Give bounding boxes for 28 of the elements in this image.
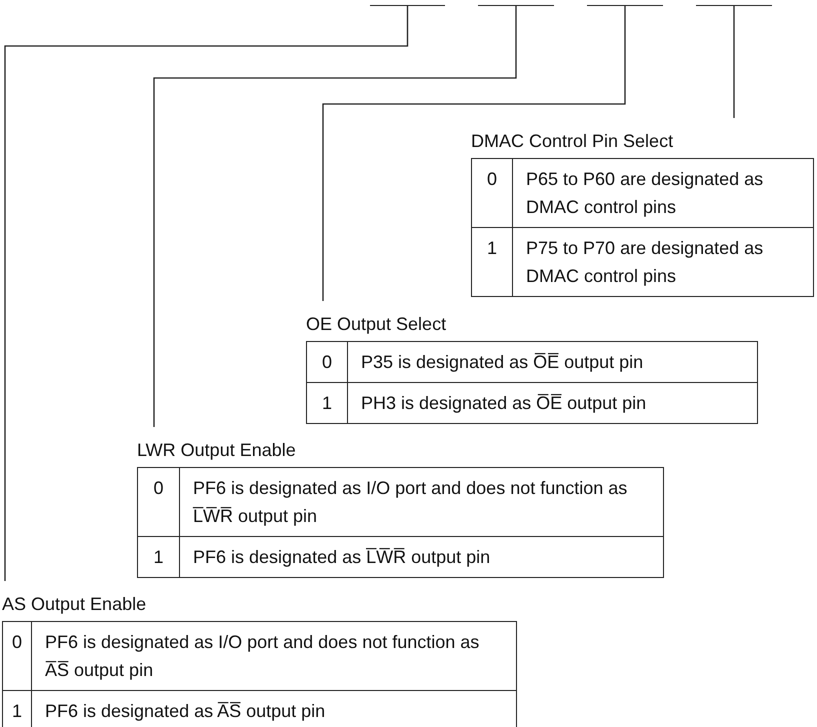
field-heading: LWR Output Enable (137, 439, 297, 461)
bit-line (478, 5, 554, 6)
setting-description: P35 is designated as O̅E̅ output pin (360, 351, 644, 374)
setting-description: P75 to P70 are designated as DMAC control pins (525, 237, 764, 288)
bit-line (587, 5, 663, 6)
bit-value: 1 (3, 691, 32, 727)
setting-description: P65 to P60 are designated as DMAC control pins (525, 168, 764, 219)
setting-description: PF6 is designated as I/O port and does not function as A̅S̅ output pin (44, 631, 480, 682)
setting-description: PF6 is designated as A̅S̅ output pin (44, 700, 326, 723)
bit-value: 0 (472, 159, 513, 227)
bit-value: 0 (307, 342, 348, 382)
leader-line (322, 5, 626, 301)
bit-value: 1 (307, 383, 348, 423)
field-heading: AS Output Enable (2, 593, 148, 615)
field-heading: OE Output Select (306, 313, 448, 335)
leader-line (733, 5, 735, 118)
bit-line (370, 5, 445, 6)
bit-value: 1 (472, 228, 513, 296)
leader-line (153, 5, 517, 427)
leader-line (4, 5, 408, 581)
field-heading: DMAC Control Pin Select (471, 130, 674, 152)
setting-description: PF6 is designated as I/O port and does not function as L̅W̅R̅ output pin (192, 477, 628, 528)
bit-line (696, 5, 772, 6)
bit-value: 1 (138, 537, 180, 577)
setting-description: PF6 is designated as L̅W̅R̅ output pin (192, 546, 492, 569)
setting-description: PH3 is designated as O̅E̅ output pin (360, 392, 648, 415)
bit-value: 0 (138, 468, 180, 536)
bit-value: 0 (3, 622, 32, 690)
